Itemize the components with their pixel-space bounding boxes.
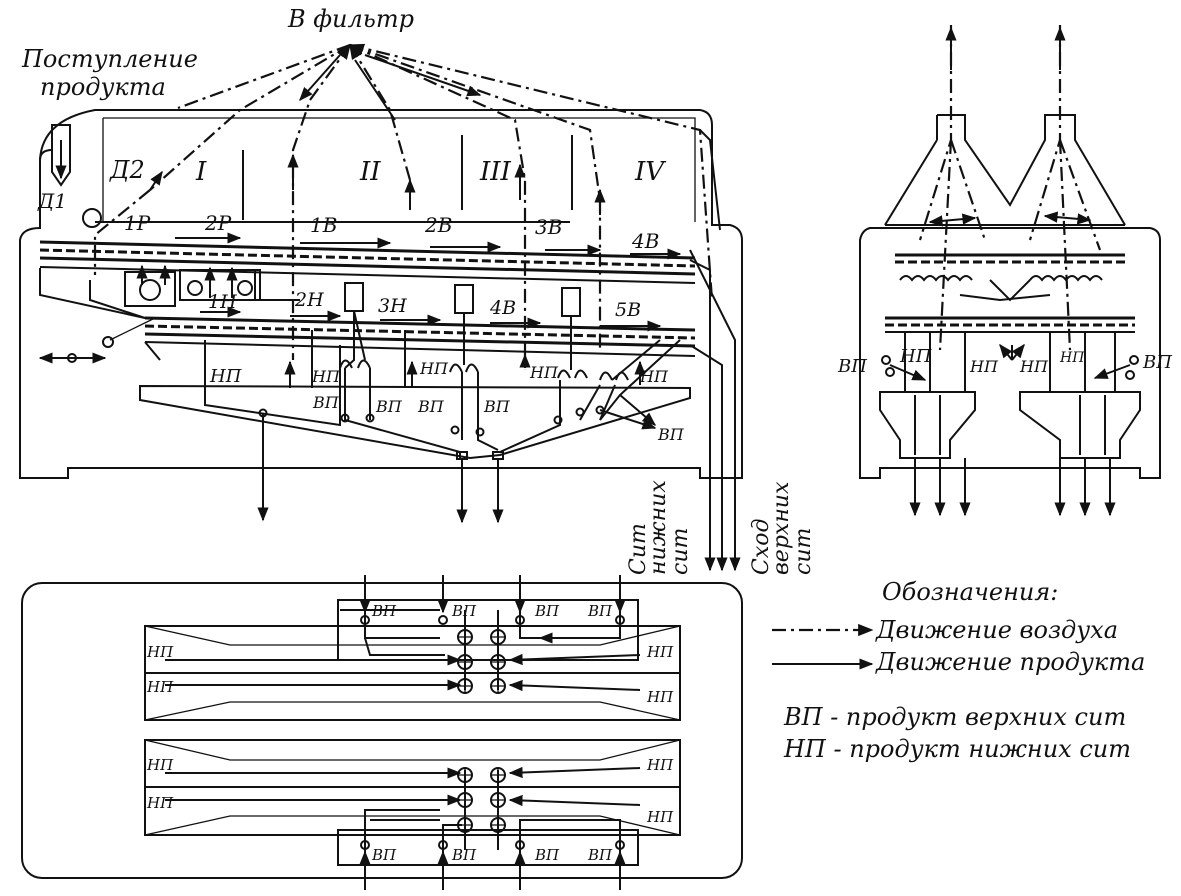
collecting-tray: [139, 384, 691, 460]
outlet-upper-label-1: Сход: [749, 519, 774, 575]
plan-np-8: НП: [646, 808, 674, 826]
vp-label: ВП: [312, 393, 340, 412]
vp-label: ВП: [483, 397, 511, 416]
side-vp-right: ВП: [1142, 352, 1172, 373]
section-label-2: II: [359, 157, 381, 187]
sieve-label-5v: 5В: [615, 299, 641, 321]
section-label-4: IV: [634, 157, 666, 187]
section-label-1: I: [195, 157, 207, 187]
side-view: ВП НП НП НП НП ВП: [837, 25, 1172, 517]
outlet-lower-label-3: сит: [668, 528, 693, 575]
side-body-outline: [859, 227, 1161, 479]
label-d2: Д2: [109, 156, 145, 184]
plan-vp-6: ВП: [451, 846, 477, 864]
outlet-upper-label-3: сит: [791, 528, 816, 575]
outlet-lower-label-2: нижних: [646, 480, 671, 575]
sieve-label-1r: 1Р: [124, 211, 151, 235]
side-np-3: НП: [1019, 357, 1049, 376]
air-flow-lines: [93, 43, 714, 370]
product-inlet-label-2: продукта: [40, 73, 166, 101]
sieve-label-2n: 2Н: [294, 289, 324, 311]
legend-vp-definition: ВП - продукт верхних сит: [783, 703, 1126, 731]
legend-title: Обозначения:: [882, 578, 1058, 606]
side-vp-left: ВП: [837, 356, 867, 377]
plan-vp-2: ВП: [451, 602, 477, 620]
plan-np-3: НП: [646, 643, 674, 661]
sieve-label-1n: 1Н: [208, 291, 237, 313]
plan-view: ВП ВП ВП ВП НП НП НП НП НП НП НП НП ВП В…: [21, 575, 743, 890]
vp-label: ВП: [417, 397, 445, 416]
np-label: НП: [209, 366, 242, 387]
plan-vp-8: ВП: [587, 846, 613, 864]
plan-vp-4: ВП: [587, 602, 613, 620]
sieve-label-4v-lower: 4В: [489, 297, 516, 319]
legend: Обозначения: Движение воздуха Движение п…: [772, 578, 1145, 763]
plan-vp-1: ВП: [371, 602, 397, 620]
sieve-label-3v: 3В: [535, 215, 562, 239]
plan-vp-5: ВП: [371, 846, 397, 864]
plan-np-1: НП: [146, 643, 174, 661]
vp-label: ВП: [375, 397, 403, 416]
outlet-upper-label-2: верхних: [769, 481, 794, 575]
section-label-3: III: [479, 157, 512, 187]
np-label: НП: [639, 367, 669, 386]
front-view: В фильтр Поступление продукта Д1 Д2 I II…: [19, 5, 816, 575]
plan-vp-7: ВП: [534, 846, 560, 864]
side-np-1: НП: [899, 346, 932, 367]
np-label: НП: [311, 367, 341, 386]
sieve-label-1v: 1В: [310, 213, 337, 237]
product-inlet-label-1: Поступление: [21, 45, 198, 73]
plan-np-7: НП: [646, 756, 674, 774]
side-np-4: НП: [1059, 350, 1085, 366]
label-d1: Д1: [37, 189, 67, 213]
np-label: НП: [529, 363, 559, 382]
sieve-label-2r: 2Р: [204, 211, 232, 235]
legend-product-label: Движение продукта: [875, 648, 1145, 676]
vp-label: ВП: [657, 425, 685, 444]
sieve-label-3n: 3Н: [378, 295, 407, 317]
plan-vp-3: ВП: [534, 602, 560, 620]
plan-np-2: НП: [146, 678, 174, 696]
sieve-label-2v: 2В: [424, 213, 452, 237]
legend-np-definition: НП - продукт нижних сит: [783, 735, 1131, 763]
machine-body-outline: [19, 109, 743, 479]
plan-np-6: НП: [146, 794, 174, 812]
side-np-2: НП: [969, 357, 999, 376]
plan-np-4: НП: [646, 688, 674, 706]
plan-np-5: НП: [146, 756, 174, 774]
sieve-label-4v-upper: 4В: [631, 229, 659, 253]
plan-body-outline: [21, 582, 743, 879]
legend-air-label: Движение воздуха: [875, 616, 1118, 644]
np-label: НП: [419, 359, 449, 378]
to-filter-label: В фильтр: [287, 5, 414, 33]
upper-sieve-deck: [39, 248, 696, 268]
outlet-lower-label-1: Сит: [626, 523, 651, 575]
brush-units: [124, 264, 261, 307]
lower-sieve-deck: [144, 324, 696, 340]
